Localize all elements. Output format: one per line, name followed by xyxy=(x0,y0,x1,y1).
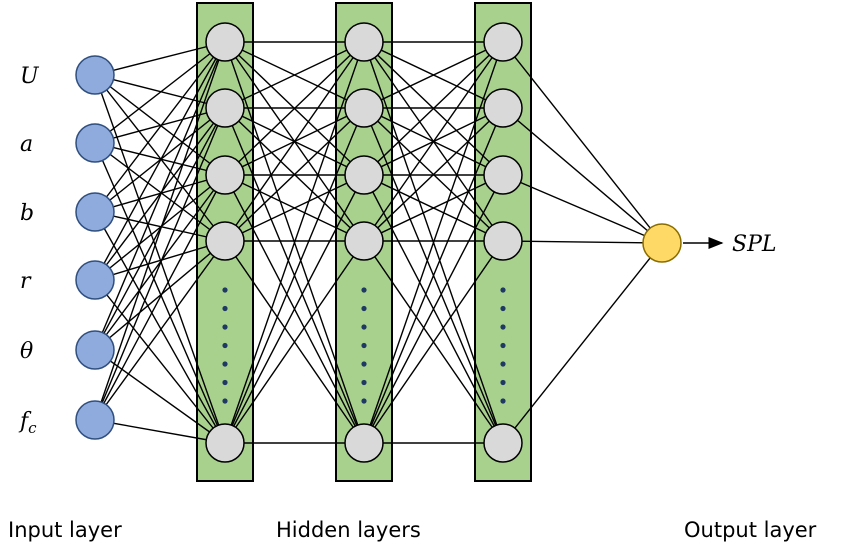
hidden-layers-caption: Hidden layers xyxy=(276,518,421,542)
ellipsis-dot xyxy=(222,305,228,312)
ellipsis-dot xyxy=(361,361,367,367)
ellipsis-dot xyxy=(222,342,228,349)
ellipsis-dot xyxy=(361,342,367,349)
input-layer-caption: Input layer xyxy=(8,518,122,542)
hidden-node-l2-3 xyxy=(344,155,384,195)
hidden-node-l3-3 xyxy=(483,155,523,195)
input-label-1: U xyxy=(20,64,40,89)
hidden-node-l2-1 xyxy=(344,22,384,62)
hidden-node-l2-4 xyxy=(344,221,384,261)
hidden-node-l3-4 xyxy=(483,221,523,261)
ellipsis-dot xyxy=(222,324,228,330)
nodes xyxy=(75,22,682,463)
input-node-3 xyxy=(75,192,115,232)
ellipsis-dot xyxy=(500,361,506,367)
ellipsis-dot xyxy=(222,361,228,367)
input-label-4: r xyxy=(20,269,32,294)
ellipsis-dot xyxy=(500,305,506,312)
hidden-node-l1-4 xyxy=(205,221,245,261)
ellipsis-dot xyxy=(361,287,367,293)
ellipsis-dot xyxy=(222,398,228,404)
input-node-1 xyxy=(75,55,115,95)
output-node xyxy=(642,223,682,263)
ellipsis-dot xyxy=(222,287,228,293)
hidden-node-l1-5 xyxy=(205,423,245,463)
output-label-spl: SPL xyxy=(732,232,776,257)
ellipsis-dot xyxy=(500,342,506,349)
input-labels: Ua b r θ fc xyxy=(18,64,40,437)
input-node-5 xyxy=(75,330,115,370)
ellipsis-dot xyxy=(361,379,367,386)
hidden-node-l3-1 xyxy=(483,22,523,62)
hidden-node-l3-2 xyxy=(483,88,523,128)
input-node-4 xyxy=(75,260,115,300)
input-node-2 xyxy=(75,123,115,163)
hidden-node-l2-5 xyxy=(344,423,384,463)
hidden-node-l1-1 xyxy=(205,22,245,62)
ellipsis-dot xyxy=(361,324,367,330)
ellipsis-dot xyxy=(500,287,506,293)
input-label-2: a xyxy=(20,132,33,157)
input-label-6: fc xyxy=(18,409,37,437)
input-node-6 xyxy=(75,400,115,440)
hidden-node-l3-5 xyxy=(483,423,523,463)
input-label-5: θ xyxy=(20,339,33,364)
ellipsis-dot xyxy=(500,324,506,330)
hidden-node-l1-2 xyxy=(205,88,245,128)
ellipsis-dot xyxy=(361,398,367,404)
ellipsis-dot xyxy=(222,379,228,386)
hidden-node-l1-3 xyxy=(205,155,245,195)
connections xyxy=(94,41,663,444)
ellipsis-dot xyxy=(500,398,506,404)
ellipsis-dot xyxy=(361,305,367,312)
output-layer-caption: Output layer xyxy=(684,518,817,542)
input-label-3: b xyxy=(20,201,34,226)
ellipsis-dot xyxy=(500,379,506,386)
hidden-node-l2-2 xyxy=(344,88,384,128)
